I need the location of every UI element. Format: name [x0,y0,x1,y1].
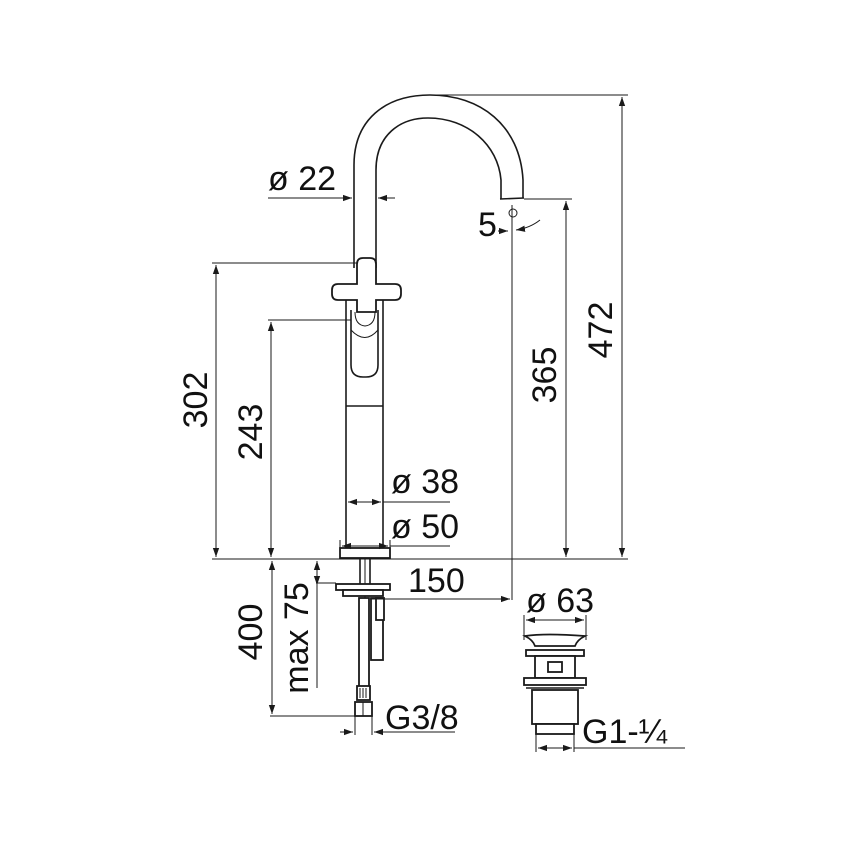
label-base-diameter: ø 50 [391,508,459,546]
mounting-shank [335,558,391,717]
pop-up-waste [522,633,589,735]
cross-handle [331,257,402,313]
faucet-body [339,300,391,559]
label-body-diameter: ø 38 [391,463,459,501]
label-handle-height: 302 [177,372,215,429]
label-waste-diameter: ø 63 [526,582,594,620]
dim-arc-spout-angle [515,219,541,232]
angle-degree-mark [508,208,518,218]
label-hose-connection: G3/8 [385,699,459,737]
label-spout-angle: 5 [478,206,497,244]
faucet-spout [353,94,525,268]
extension-lines [212,94,628,717]
label-max-deck-thickness: max 75 [278,582,316,694]
label-total-height: 472 [582,302,620,359]
label-body-height: 243 [232,404,270,461]
label-spout-diameter: ø 22 [268,160,336,198]
label-hose-length: 400 [232,604,270,661]
label-waste-thread: G1-¼ [582,713,668,751]
label-outlet-height: 365 [526,347,564,404]
label-spout-reach: 150 [408,562,465,600]
